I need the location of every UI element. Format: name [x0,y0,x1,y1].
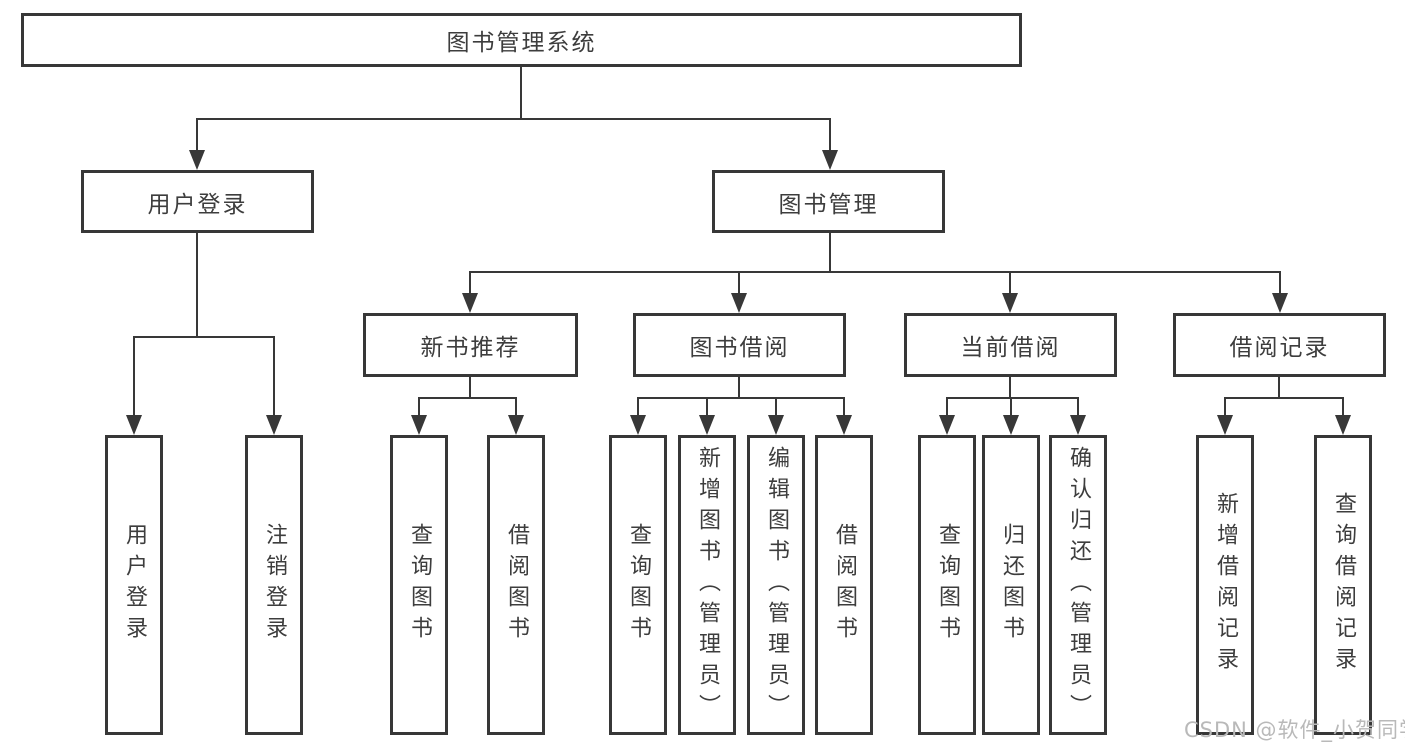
arrowhead-down [1070,415,1086,435]
leaf-return-books: 归还图书 [982,435,1040,735]
line [829,118,831,152]
line [637,397,639,417]
line [418,397,420,417]
leaf-query-books-recommend: 查询图书 [390,435,448,735]
leaf-add-book-admin-label: 新增图书（管理员） [695,445,720,725]
leaf-query-books-current: 查询图书 [918,435,976,735]
leaf-query-books-borrow: 查询图书 [609,435,667,735]
node-book-borrow-label: 图书借阅 [689,335,790,361]
leaf-edit-book-admin-label: 编辑图书（管理员） [764,445,789,725]
line [418,397,517,399]
leaf-confirm-return-admin: 确认归还（管理员） [1049,435,1107,735]
arrowhead-down [1002,293,1018,313]
line [196,233,198,338]
leaf-return-books-label: 归还图书 [999,523,1024,647]
node-current-borrow: 当前借阅 [904,313,1117,377]
line [1342,397,1344,417]
arrowhead-down [1272,293,1288,313]
leaf-logout-label: 注销登录 [262,523,287,647]
line [196,118,198,152]
arrowhead-down [768,415,784,435]
line [520,67,522,120]
node-current-borrow-label: 当前借阅 [960,335,1061,361]
leaf-confirm-return-admin-label: 确认归还（管理员） [1066,445,1091,725]
node-root-label: 图书管理系统 [446,30,597,56]
csdn-watermark: CSDN @软件_小贺同学 [1184,718,1405,742]
leaf-query-books-borrow-label: 查询图书 [626,523,651,647]
node-borrow-records-label: 借阅记录 [1229,335,1330,361]
leaf-user-login: 用户登录 [105,435,163,735]
node-user-login-label: 用户登录 [147,191,248,218]
line [775,397,777,417]
leaf-borrow-books-label: 借阅图书 [832,523,857,647]
line [1010,397,1012,417]
leaf-add-borrow-record-label: 新增借阅记录 [1213,492,1238,678]
leaf-query-books-current-label: 查询图书 [935,523,960,647]
arrowhead-down [822,150,838,170]
node-book-management-label: 图书管理 [778,191,879,218]
line [469,271,1281,273]
node-root: 图书管理系统 [21,13,1022,67]
line [469,271,471,295]
leaf-borrow-books-recommend-label: 借阅图书 [504,523,529,647]
line [1009,377,1011,399]
line [1279,271,1281,295]
node-borrow-records: 借阅记录 [1173,313,1386,377]
arrowhead-down [699,415,715,435]
line [843,397,845,417]
leaf-query-borrow-record-label: 查询借阅记录 [1331,492,1356,678]
line [829,233,831,273]
line [946,397,1079,399]
line [706,397,708,417]
arrowhead-down [1217,415,1233,435]
leaf-add-book-admin: 新增图书（管理员） [678,435,736,735]
leaf-user-login-label: 用户登录 [122,523,147,647]
arrowhead-down [630,415,646,435]
line [738,271,740,295]
leaf-query-borrow-record: 查询借阅记录 [1314,435,1372,735]
line [273,336,275,417]
arrowhead-down [462,293,478,313]
leaf-add-borrow-record: 新增借阅记录 [1196,435,1254,735]
line [1009,271,1011,295]
arrowhead-down [266,415,282,435]
line [1224,397,1226,417]
arrowhead-down [126,415,142,435]
line [133,336,135,417]
line [469,377,471,399]
leaf-borrow-books-recommend: 借阅图书 [487,435,545,735]
arrowhead-down [1335,415,1351,435]
line [1224,397,1344,399]
arrowhead-down [836,415,852,435]
line [1077,397,1079,417]
line [1278,377,1280,399]
node-new-book-recommend-label: 新书推荐 [420,335,521,361]
arrowhead-down [1003,415,1019,435]
line [738,377,740,399]
leaf-borrow-books: 借阅图书 [815,435,873,735]
leaf-query-books-recommend-label: 查询图书 [407,523,432,647]
arrowhead-down [189,150,205,170]
arrowhead-down [411,415,427,435]
node-new-book-recommend: 新书推荐 [363,313,578,377]
line [196,118,831,120]
line [637,397,845,399]
leaf-edit-book-admin: 编辑图书（管理员） [747,435,805,735]
node-book-borrow: 图书借阅 [633,313,846,377]
arrowhead-down [508,415,524,435]
arrowhead-down [731,293,747,313]
line [946,397,948,417]
leaf-logout: 注销登录 [245,435,303,735]
node-user-login: 用户登录 [81,170,314,233]
line [515,397,517,417]
arrowhead-down [939,415,955,435]
node-book-management: 图书管理 [712,170,945,233]
line [133,336,275,338]
